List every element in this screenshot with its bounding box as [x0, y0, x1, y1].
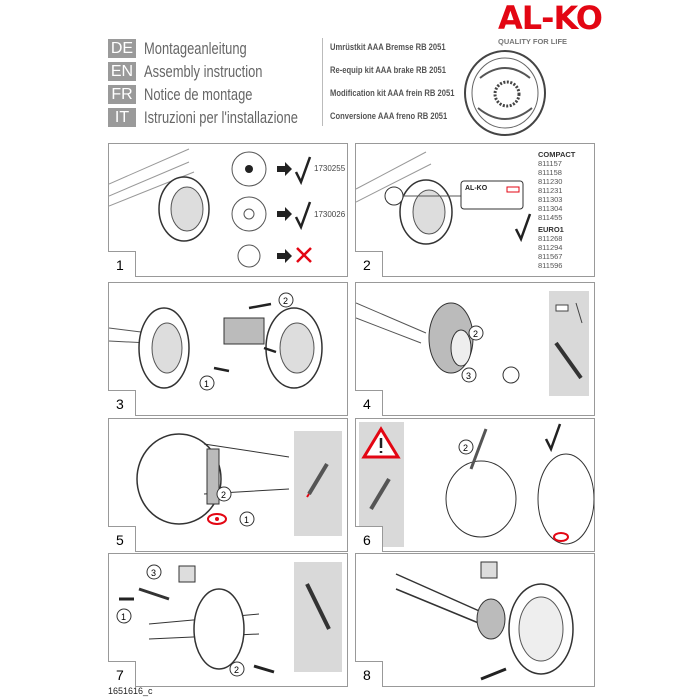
axle-code: 811303	[538, 195, 563, 204]
lang-title: Notice de montage	[144, 84, 253, 104]
subtitles: Umrüstkit AAA Bremse RB 2051 Re-equip ki…	[330, 42, 486, 134]
divider	[322, 38, 323, 126]
callout: 1	[121, 612, 126, 622]
axle-code: 811304	[538, 204, 563, 213]
step-7-panel: 3 1 2 7	[108, 553, 348, 687]
lang-title: Montageanleitung	[144, 38, 247, 58]
step-8-panel: 8	[355, 553, 595, 687]
plate-logo: AL-KO	[465, 185, 488, 192]
step-number: 6	[355, 526, 383, 552]
lang-code: IT	[108, 108, 136, 127]
callout: 2	[473, 329, 478, 339]
step-3-panel: 2 1 3	[108, 282, 348, 416]
group-name: COMPACT	[538, 150, 576, 159]
step-number: 3	[108, 390, 136, 416]
step-5-panel: 2 1 5	[108, 418, 348, 552]
subtitle: Conversione AAA freno RB 2051	[330, 111, 448, 122]
axle-code: 811231	[538, 186, 563, 195]
step-number: 7	[108, 661, 136, 687]
part-code: 1730026	[314, 210, 346, 219]
step-2-panel: AL-KO COMPACT 811157 811158 811230 81123…	[355, 143, 595, 277]
step-6-panel: 2 6	[355, 418, 595, 552]
type-plate-illustration: AL-KO	[356, 151, 532, 245]
callout: 3	[466, 371, 471, 381]
axle-code: 811455	[538, 213, 563, 222]
hub-cap-removal-illustration: 2 3	[356, 291, 589, 396]
axle-code: 811567	[538, 252, 563, 261]
part-code: 1730255	[314, 164, 346, 173]
callout: 2	[463, 443, 468, 453]
subtitle: Umrüstkit AAA Bremse RB 2051	[330, 42, 446, 53]
wheel-removal-illustration: 2 1	[109, 292, 323, 391]
eye-icon	[207, 513, 227, 525]
compatible-axles-list: COMPACT 811157 811158 811230 811231 8113…	[538, 150, 575, 270]
step-number: 2	[355, 251, 383, 277]
callout: 3	[151, 568, 156, 578]
group-name: EURO1	[538, 225, 564, 234]
drum-removal-illustration: 3 1 2	[116, 562, 342, 677]
wheel-illustration	[109, 148, 312, 268]
callout: 2	[234, 665, 239, 675]
subtitle: Re-equip kit AAA brake RB 2051	[330, 65, 447, 76]
lang-code: EN	[108, 62, 136, 81]
new-brake-install-illustration	[395, 561, 574, 681]
lang-de: DE Montageanleitung	[108, 37, 347, 60]
brake-drum-illustration	[464, 50, 546, 136]
document-number: 1651616_c	[108, 686, 153, 696]
axle-code: 811268	[538, 234, 563, 243]
lang-title: Assembly instruction	[144, 61, 263, 81]
lang-code: FR	[108, 85, 136, 104]
subtitle: Modification kit AAA frein RB 2051	[330, 88, 455, 99]
lang-en: EN Assembly instruction	[108, 60, 347, 83]
alko-logo: AL-KO	[498, 0, 603, 37]
step-4-panel: 2 3 4	[355, 282, 595, 416]
step-1-panel: 1730255 1730026 1	[108, 143, 348, 277]
axle-code: 811157	[538, 159, 562, 168]
axle-code: 811158	[538, 168, 562, 177]
callout: 2	[283, 296, 288, 306]
marking-check-illustration: 2	[359, 422, 594, 547]
callout: 2	[221, 490, 226, 500]
callout: 1	[204, 379, 209, 389]
axle-code: 811596	[538, 261, 563, 270]
step-number: 8	[355, 661, 383, 687]
step-number: 5	[108, 526, 136, 552]
axle-code: 811294	[538, 243, 563, 252]
step-number: 4	[355, 390, 383, 416]
lang-it: IT Istruzioni per l'installazione	[108, 106, 347, 129]
step-number: 1	[108, 251, 136, 277]
language-titles: DE Montageanleitung EN Assembly instructio…	[108, 37, 347, 129]
lang-title: Istruzioni per l'installazione	[144, 107, 298, 127]
callout: 1	[244, 515, 249, 525]
axle-code: 811230	[538, 177, 563, 186]
tagline: QUALITY FOR LIFE	[498, 37, 568, 46]
lang-fr: FR Notice de montage	[108, 83, 347, 106]
lang-code: DE	[108, 39, 136, 58]
brake-marking-illustration: 2 1	[136, 431, 342, 536]
